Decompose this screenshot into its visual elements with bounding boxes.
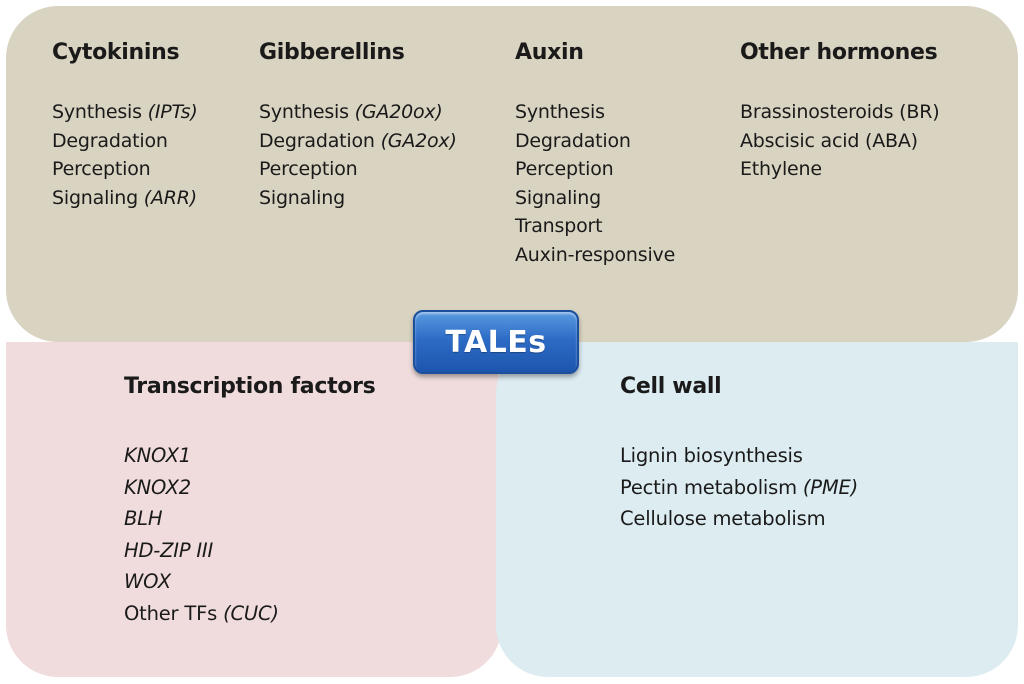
cytokinins-heading: Cytokinins <box>52 40 180 65</box>
gibberellins-column: Gibberellins Synthesis (GA20ox) Degradat… <box>259 40 457 212</box>
list-item: Lignin biosynthesis <box>620 444 803 467</box>
cytokinins-column: Cytokinins Synthesis (IPTs) Degradation … <box>52 40 198 212</box>
list-item: Signaling (ARR) <box>52 186 198 209</box>
list-item: Other TFs (CUC) <box>124 601 279 625</box>
transcription-factors-panel <box>6 342 502 677</box>
cytokinins-list: Synthesis (IPTs) Degradation Perception … <box>52 98 198 212</box>
list-item: Synthesis (GA20ox) <box>259 101 443 123</box>
list-item: Perception <box>52 158 151 180</box>
auxin-list: Synthesis Degradation Perception Signali… <box>515 98 675 269</box>
gibberellins-list: Synthesis (GA20ox) Degradation (GA2ox) P… <box>259 98 457 212</box>
list-item: WOX <box>124 570 171 593</box>
list-item: Ethylene <box>740 158 822 180</box>
list-item: Perception <box>515 158 614 180</box>
list-item: Abscisic acid (ABA) <box>740 129 918 152</box>
list-item: BLH <box>124 507 163 530</box>
other-hormones-column: Other hormones Brassinosteroids (BR) Abs… <box>740 40 940 184</box>
cell-wall-column: Cell wall Lignin biosynthesis Pectin met… <box>620 374 858 535</box>
list-item: Signaling <box>259 186 345 209</box>
list-item: HD-ZIP III <box>124 538 214 562</box>
other-hormones-heading: Other hormones <box>740 40 938 65</box>
other-hormones-list: Brassinosteroids (BR) Abscisic acid (ABA… <box>740 98 940 184</box>
list-item: KNOX2 <box>124 475 191 499</box>
auxin-column: Auxin Synthesis Degradation Perception S… <box>515 40 675 269</box>
list-item: Brassinosteroids (BR) <box>740 101 940 123</box>
list-item: KNOX1 <box>124 444 191 467</box>
auxin-heading: Auxin <box>515 40 584 65</box>
list-item: Cellulose metabolism <box>620 507 826 530</box>
list-item: Pectin metabolism (PME) <box>620 475 859 499</box>
list-item: Degradation <box>52 129 168 152</box>
cell-wall-panel <box>496 342 1018 677</box>
hormones-panel <box>6 6 1018 342</box>
list-item: Degradation <box>515 129 631 152</box>
list-item: Synthesis <box>515 101 605 123</box>
list-item: Transport <box>515 215 603 237</box>
transcription-factors-heading: Transcription factors <box>124 374 376 399</box>
gibberellins-heading: Gibberellins <box>259 40 405 65</box>
list-item: Degradation (GA2ox) <box>259 129 457 152</box>
transcription-factors-list: KNOX1 KNOX2 BLH HD-ZIP III WOX Other TFs… <box>124 440 375 629</box>
list-item: Synthesis (IPTs) <box>52 101 198 123</box>
list-item: Signaling <box>515 186 601 209</box>
list-item: Perception <box>259 158 358 180</box>
list-item: Auxin-responsive <box>515 243 676 266</box>
tales-badge: TALEs <box>413 310 579 374</box>
cell-wall-heading: Cell wall <box>620 374 722 399</box>
cell-wall-list: Lignin biosynthesis Pectin metabolism (P… <box>620 440 858 535</box>
transcription-factors-column: Transcription factors KNOX1 KNOX2 BLH HD… <box>124 374 376 629</box>
